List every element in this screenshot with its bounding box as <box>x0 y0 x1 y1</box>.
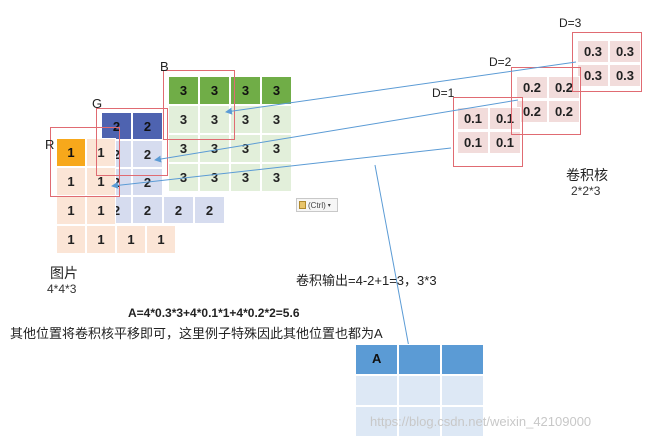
channel-label-r: R <box>45 137 55 152</box>
output-cell <box>398 344 441 375</box>
r-window-frame <box>50 127 120 197</box>
kernel-label-d3: D=3 <box>559 16 582 30</box>
paste-widget-label: (Ctrl) <box>308 200 326 210</box>
kernel-dims: 2*2*3 <box>571 184 601 198</box>
channel-b-cell: 3 <box>199 163 230 192</box>
chevron-down-icon: ▾ <box>327 202 331 209</box>
formula-text: A=4*0.3*3+4*0.1*1+4*0.2*2=5.6 <box>128 306 300 320</box>
kernel-label-d2: D=2 <box>489 55 512 69</box>
image-dims: 4*4*3 <box>47 282 77 296</box>
channel-g-cell: 2 <box>101 112 132 140</box>
output-cell <box>441 344 484 375</box>
output-cell <box>398 375 441 406</box>
output-cell <box>441 406 484 437</box>
watermark: https://blog.csdn.net/weixin_42109000 <box>370 414 592 429</box>
kernel-label-d1: D=1 <box>432 86 455 100</box>
output-grid: A <box>355 344 484 442</box>
channel-b-cell: 3 <box>261 163 292 192</box>
image-title: 图片 <box>50 265 78 281</box>
channel-b-cell: 3 <box>261 105 292 134</box>
channel-r-cell: 1 <box>146 225 176 254</box>
kernel-d3-cell: 0.3 <box>609 64 641 87</box>
output-size-text: 卷积输出=4-2+1=3，3*3 <box>296 273 437 288</box>
channel-g-cell: 2 <box>194 196 225 224</box>
channel-r-cell: 1 <box>116 225 146 254</box>
channel-label-b: B <box>160 59 169 74</box>
channel-r-cell: 1 <box>86 167 116 196</box>
b-window-frame <box>163 70 235 140</box>
channel-b-cell: 3 <box>261 76 292 105</box>
clipboard-icon <box>299 201 306 209</box>
kernel-title: 卷积核 <box>566 167 608 183</box>
channel-r-cell: 1 <box>56 196 86 225</box>
channel-r-cell: 1 <box>56 167 86 196</box>
paste-options-widget[interactable]: (Ctrl) ▾ <box>296 198 338 212</box>
channel-b-cell: 3 <box>230 163 261 192</box>
kernel-d3-cell: 0.3 <box>577 40 609 63</box>
output-cell <box>355 406 398 437</box>
channel-r-cell: 1 <box>86 196 116 225</box>
channel-label-g: G <box>92 96 103 111</box>
channel-r-cell: 1 <box>56 138 86 167</box>
description-text: 其他位置将卷积核平移即可，这里例子特殊因此其他位置也都为A <box>10 326 383 341</box>
output-cell-a-label: A <box>372 351 382 366</box>
channel-b-cell: 3 <box>168 163 199 192</box>
channel-r-cell: 1 <box>86 225 116 254</box>
kernel-d3-cell: 0.3 <box>609 40 641 63</box>
channel-r-cell: 1 <box>56 225 86 254</box>
output-cell <box>441 375 484 406</box>
kernel-d1-frame <box>453 97 523 167</box>
output-cell <box>355 375 398 406</box>
kernel-d3-frame <box>572 32 642 92</box>
channel-b-cell: 3 <box>261 134 292 163</box>
output-cell-a: A <box>355 344 398 375</box>
channel-g-cell: 2 <box>163 196 194 224</box>
channel-g-cell: 2 <box>132 196 163 224</box>
kernel-d3-cell: 0.3 <box>577 64 609 87</box>
output-cell <box>398 406 441 437</box>
